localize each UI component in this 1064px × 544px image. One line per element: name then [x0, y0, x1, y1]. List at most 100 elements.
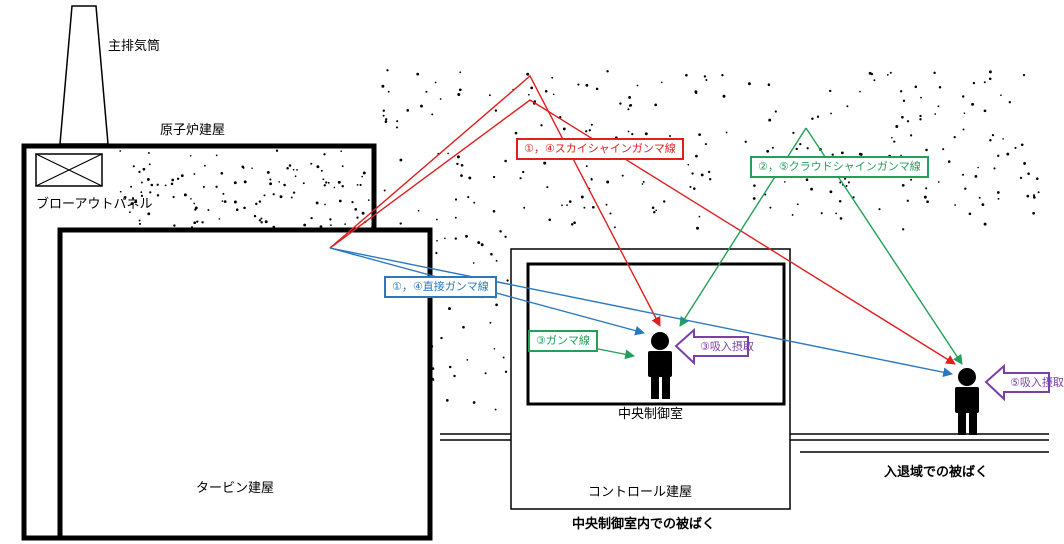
plume-dot: [799, 142, 802, 146]
plume-dot: [707, 170, 711, 174]
skyshine-gamma-tag: ①，④スカイシャインガンマ線: [516, 138, 684, 161]
plume-dot: [323, 153, 326, 156]
plume-dot: [845, 185, 848, 187]
plume-dot: [448, 365, 452, 369]
plume-dot: [1014, 146, 1017, 149]
plume-dot: [434, 81, 437, 84]
plume-dot: [278, 181, 281, 183]
plume-dot: [938, 85, 942, 89]
worker-in-control-room-icon: [648, 332, 672, 399]
plume-dot: [590, 177, 593, 180]
plume-dot: [704, 143, 707, 146]
plume-dot: [566, 204, 568, 206]
plume-dot: [839, 181, 842, 184]
plume-dot: [1032, 211, 1035, 215]
plume-dot: [805, 178, 809, 181]
plume-dot: [631, 133, 634, 136]
plume-dot: [193, 221, 197, 225]
plume-dot: [472, 401, 476, 404]
plume-dot: [435, 251, 438, 255]
plume-dot: [201, 221, 204, 224]
ground-lines: [440, 433, 1049, 453]
plume-dot: [283, 183, 286, 187]
plume-dot: [721, 74, 724, 77]
plume-dot: [1006, 152, 1010, 156]
plume-dot: [752, 197, 756, 200]
plume-dot: [1023, 161, 1027, 165]
plume-dot: [722, 94, 726, 98]
plume-dot: [148, 163, 151, 166]
plume-dot: [459, 71, 462, 74]
plume-dot: [844, 177, 847, 180]
plume-dot: [119, 190, 122, 193]
plume-dot: [526, 72, 530, 76]
plume-dot: [146, 177, 150, 181]
plume-dot: [606, 180, 610, 184]
plume-dot: [660, 81, 663, 84]
plume-dot: [942, 148, 945, 151]
plume-dot: [1008, 101, 1011, 104]
plume-dot: [180, 174, 184, 178]
plume-dot: [140, 181, 143, 184]
plume-dot: [806, 147, 809, 150]
plume-dot: [173, 224, 176, 227]
plume-dot: [156, 183, 159, 186]
plume-dot: [292, 191, 296, 194]
plume-dot: [395, 126, 399, 129]
plume-dot: [221, 200, 224, 202]
plume-dot: [454, 216, 457, 219]
plume-dot: [902, 99, 906, 103]
plume-dot: [444, 237, 446, 240]
plume-dot: [993, 167, 996, 170]
plume-dot: [705, 78, 708, 82]
plume-dot: [954, 204, 956, 206]
control-building: [510, 248, 791, 510]
plume-dot: [551, 76, 554, 79]
plume-dot: [585, 130, 588, 133]
plume-dot: [492, 175, 496, 179]
plume-dot: [1000, 94, 1002, 96]
plume-dot: [492, 210, 496, 213]
plume-dot: [868, 71, 872, 75]
plume-dot: [962, 128, 965, 131]
plume-dot: [947, 160, 951, 163]
plume-dot: [310, 216, 313, 220]
plume-dot: [290, 196, 293, 199]
plume-dot: [172, 195, 175, 199]
plume-dot: [609, 212, 612, 215]
plume-dot: [138, 222, 142, 225]
plume-dot: [795, 147, 798, 151]
plume-dot: [142, 167, 146, 171]
room-gamma-tag: ③ガンマ線: [528, 330, 598, 353]
plume-dot: [138, 219, 141, 222]
plume-dot: [783, 181, 786, 183]
plume-dot: [255, 202, 258, 206]
plume-dot: [997, 154, 1000, 157]
plume-dot: [1037, 191, 1040, 194]
plume-dot: [296, 169, 298, 171]
plume-dot: [689, 185, 692, 189]
plume-dot: [981, 203, 985, 207]
plume-dot: [251, 167, 253, 169]
plume-dot: [140, 194, 144, 197]
plume-dot: [272, 193, 275, 196]
blowout-panel-label: ブローアウトパネル: [36, 197, 153, 212]
plume-dot: [653, 210, 656, 214]
plume-dot: [341, 185, 344, 188]
plume-dot: [971, 102, 975, 106]
plume-dot: [910, 178, 913, 181]
plume-dot: [543, 161, 547, 165]
plume-dot: [202, 185, 205, 188]
plume-dot: [361, 175, 364, 178]
plume-dot: [495, 303, 498, 307]
plume-dot: [996, 191, 1000, 194]
plume-dot: [983, 81, 986, 84]
plume-dot: [269, 182, 273, 186]
plume-dot: [504, 235, 507, 238]
plume-dot: [988, 70, 992, 74]
plume-dot: [222, 192, 225, 195]
plume-dot: [835, 212, 837, 215]
plume-dot: [964, 187, 967, 190]
plume-dot: [235, 208, 239, 211]
plume-dot: [494, 408, 497, 411]
